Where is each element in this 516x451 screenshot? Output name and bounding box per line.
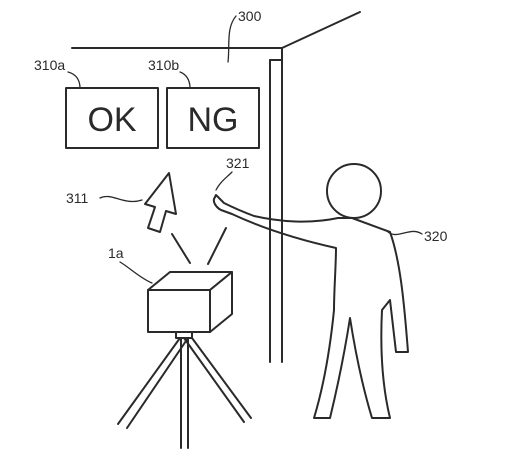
ok-button-text: OK	[87, 101, 136, 139]
arrow-leader-line	[99, 195, 143, 203]
wall-ref-label: 300	[238, 8, 262, 24]
fingertip-ref-label: 321	[226, 155, 250, 171]
ng-button-text: NG	[188, 101, 239, 139]
projector-device	[147, 271, 233, 333]
wall	[71, 11, 361, 363]
arrow-ref-label: 311	[66, 190, 89, 206]
ok-ref-label: 310a	[34, 57, 65, 73]
person-leader-line	[387, 230, 423, 236]
fingertip-leader-line	[215, 171, 233, 191]
tripod	[117, 331, 252, 449]
ok-leader-line	[67, 71, 81, 89]
ng-ref-label: 310b	[148, 57, 179, 73]
pointer-arrow-icon	[144, 172, 177, 233]
ng-button-box[interactable]	[166, 87, 260, 149]
projector-leader-line	[119, 261, 153, 284]
projector-ref-label: 1a	[108, 245, 124, 261]
person-figure	[212, 163, 409, 419]
projection-ray-left	[171, 233, 191, 264]
person-head	[326, 163, 382, 219]
ok-button-box[interactable]	[65, 87, 159, 149]
ng-leader-line	[179, 71, 191, 89]
person-ref-label: 320	[424, 228, 448, 244]
wall-leader-line	[227, 15, 237, 63]
projection-ray-right	[207, 227, 227, 265]
person-body-outline	[212, 194, 409, 419]
